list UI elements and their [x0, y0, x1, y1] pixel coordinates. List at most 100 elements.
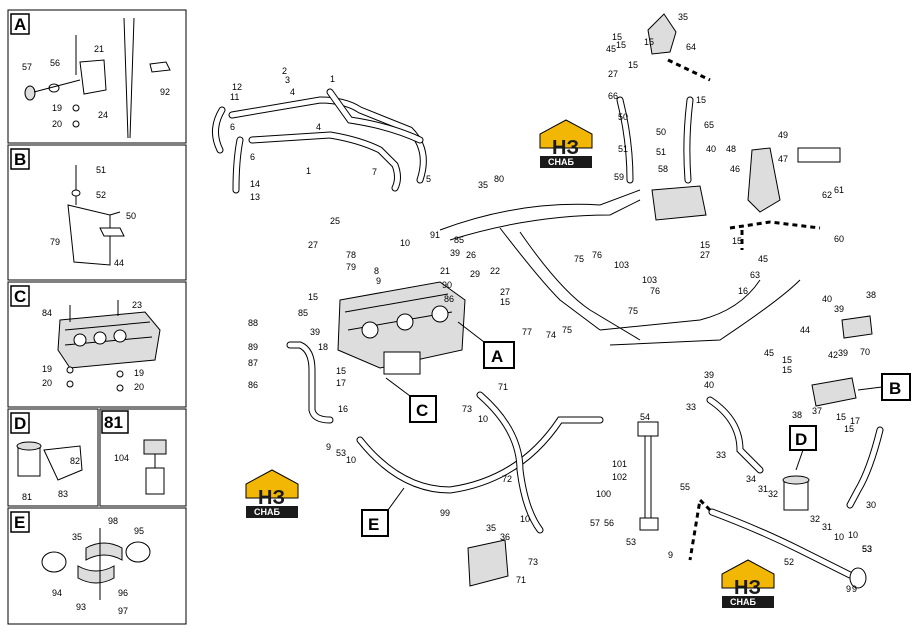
part-number-label: 10	[400, 238, 410, 248]
part-number-label: 85	[454, 235, 464, 245]
label: 98	[108, 516, 118, 526]
label: 50	[126, 211, 136, 221]
part-number-label: 39	[310, 327, 320, 337]
inset-panel-81: 81 104	[99, 408, 187, 507]
inset-letter-c: C	[14, 287, 26, 306]
part-number-label: 89	[248, 342, 258, 352]
part-number-label: 50	[618, 112, 628, 122]
part-number-label: 49	[778, 130, 788, 140]
callout-letter-d: D	[795, 430, 807, 449]
part-number-label: 40	[706, 144, 716, 154]
watermark-text: СНАБ	[730, 597, 756, 607]
part-number-label: 27	[700, 250, 710, 260]
callout-letter-b: B	[889, 379, 901, 398]
label: 96	[118, 588, 128, 598]
part-number-label: 46	[730, 164, 740, 174]
part-number-label: 71	[498, 382, 508, 392]
part-number-label: 6	[230, 122, 235, 132]
part-number-label: 85	[298, 308, 308, 318]
part-number-label: 39	[834, 304, 844, 314]
callout-letter-e: E	[368, 515, 379, 534]
part-number-label: 15	[700, 240, 710, 250]
part-number-label: 5	[426, 174, 431, 184]
part-number-label: 31	[758, 484, 768, 494]
label: 83	[58, 489, 68, 499]
part-number-label: 51	[656, 147, 666, 157]
part-number-label: 27	[608, 69, 618, 79]
part-number-label: 103	[614, 260, 629, 270]
part-number-label: 35	[478, 180, 488, 190]
part-number-label: 30	[866, 500, 876, 510]
part-number-label: 9	[852, 584, 857, 594]
part-number-label: 21	[440, 266, 450, 276]
part-number-label: 53	[336, 448, 346, 458]
part-number-label: 47	[778, 154, 788, 164]
part-number-label: 25	[330, 216, 340, 226]
part-number-label: 86	[444, 294, 454, 304]
part-number-label: 34	[746, 474, 756, 484]
part-number-label: 73	[462, 404, 472, 414]
part-number-label: 38	[866, 290, 876, 300]
label: 20	[52, 119, 62, 129]
label: 19	[42, 364, 52, 374]
part-number-label: 40	[704, 380, 714, 390]
part-number-label: 33	[686, 402, 696, 412]
part-number-label: 51	[618, 144, 628, 154]
watermark-letters: НЗ	[552, 137, 579, 159]
part-number-label: 17	[336, 378, 346, 388]
label: 19	[134, 368, 144, 378]
part-number-label: 4	[290, 87, 295, 97]
part-number-label: 2	[282, 66, 287, 76]
part-number-label: 86	[248, 380, 258, 390]
part-number-label: 18	[318, 342, 328, 352]
watermark-text: СНАБ	[548, 157, 574, 167]
label: 104	[114, 453, 129, 463]
callout-box-c: C	[385, 377, 437, 423]
label: 20	[42, 378, 52, 388]
part-number-label: 11	[230, 92, 239, 102]
part-number-label: 38	[792, 410, 802, 420]
part-number-label: 15	[782, 365, 792, 375]
part-number-label: 9	[326, 442, 331, 452]
part-number-label: 80	[494, 174, 504, 184]
part-number-label: 15	[612, 32, 622, 42]
inset-letter-81: 81	[104, 413, 123, 432]
inset-letter-b: B	[14, 150, 26, 169]
part-number-label: 35	[678, 12, 688, 22]
part-number-label: 32	[810, 514, 820, 524]
part-number-label: 74	[546, 330, 556, 340]
part-number-label: 55	[680, 482, 690, 492]
part-number-label: 90	[442, 280, 452, 290]
part-number-label: 15	[628, 60, 638, 70]
part-number-label: 45	[764, 348, 774, 358]
hose-assembly-drawing	[212, 13, 884, 589]
label: 93	[76, 602, 86, 612]
part-number-label: 16	[338, 404, 348, 414]
part-number-label: 15	[500, 297, 510, 307]
label: 84	[42, 308, 52, 318]
label: 92	[160, 87, 170, 97]
label: 97	[118, 606, 128, 616]
label: 20	[134, 382, 144, 392]
label: 24	[98, 110, 108, 120]
part-number-label: 40	[822, 294, 832, 304]
watermark-logo-left: НЗ СНАБ	[245, 469, 299, 518]
part-number-label: 79	[346, 262, 356, 272]
part-number-label: 37	[812, 406, 822, 416]
part-number-label: 75	[628, 306, 638, 316]
label: 21	[94, 44, 104, 54]
part-number-label: 53	[862, 544, 872, 554]
watermark-letters: НЗ	[258, 487, 285, 509]
part-number-label: 42	[828, 350, 838, 360]
label: 81	[22, 492, 32, 502]
part-number-label: 15	[782, 355, 792, 365]
part-number-label: 50	[656, 127, 666, 137]
part-number-label: 15	[308, 292, 318, 302]
label: 82	[70, 456, 80, 466]
part-number-label: 76	[650, 286, 660, 296]
label: 44	[114, 258, 124, 268]
part-number-label: 53	[862, 544, 872, 554]
part-number-label: 100	[596, 489, 611, 499]
